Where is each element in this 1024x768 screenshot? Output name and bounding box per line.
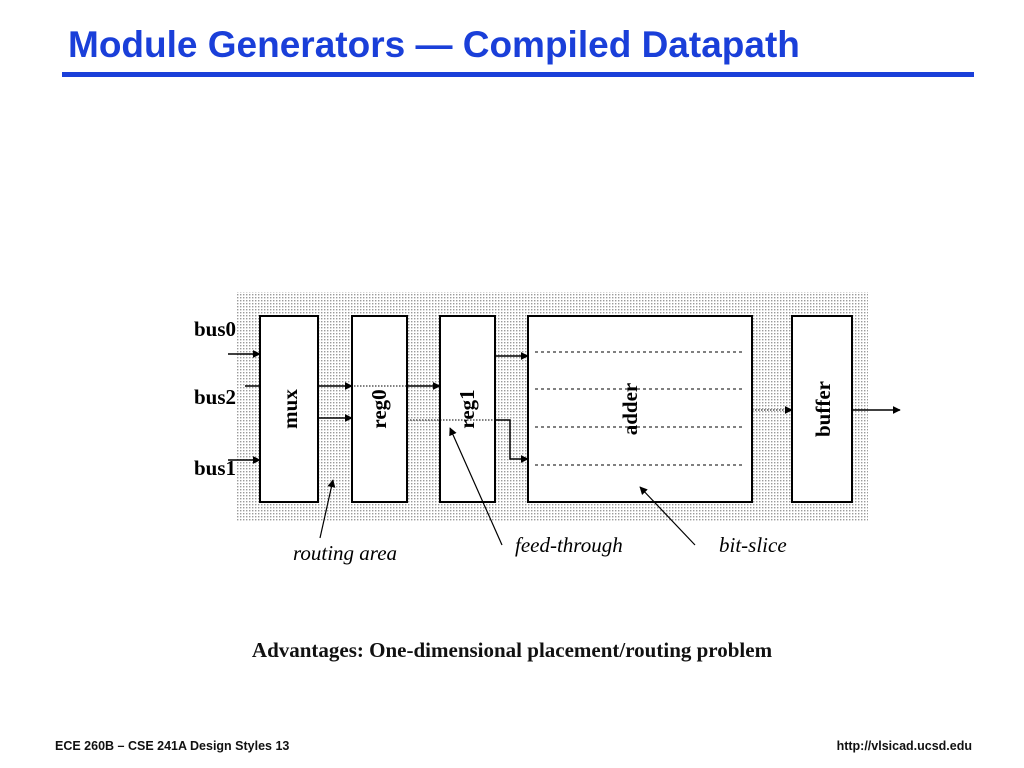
footer-url: http://vlsicad.ucsd.edu	[836, 739, 972, 753]
feed-through-pointer	[449, 427, 503, 546]
block-reg0-label: reg0	[367, 389, 391, 428]
block-adder: adder	[527, 315, 753, 503]
block-mux: mux	[259, 315, 319, 503]
routing-area-pointer	[319, 479, 336, 539]
routing-area-label: routing area	[293, 541, 397, 565]
block-reg1: reg1	[439, 315, 496, 503]
bus2-label: bus2	[194, 385, 236, 409]
bit-slice-label: bit-slice	[719, 533, 787, 557]
block-buffer-label: buffer	[811, 381, 835, 437]
block-reg1-label: reg1	[455, 389, 479, 428]
slide-title: Module Generators — Compiled Datapath	[68, 24, 800, 65]
feed-through-label: feed-through	[515, 533, 623, 557]
advantages-statement: Advantages: One-dimensional placement/ro…	[251, 638, 773, 662]
title-underline	[62, 72, 974, 77]
block-mux-label: mux	[278, 389, 302, 429]
block-reg0: reg0	[351, 315, 408, 503]
reg1-to-adder-lower-wire	[495, 419, 529, 463]
block-buffer: buffer	[791, 315, 853, 503]
footer-course-info: ECE 260B – CSE 241A Design Styles 13	[55, 739, 290, 753]
block-adder-label: adder	[618, 383, 642, 436]
bit-slice-pointer	[639, 486, 696, 546]
bus0-label: bus0	[194, 317, 236, 341]
